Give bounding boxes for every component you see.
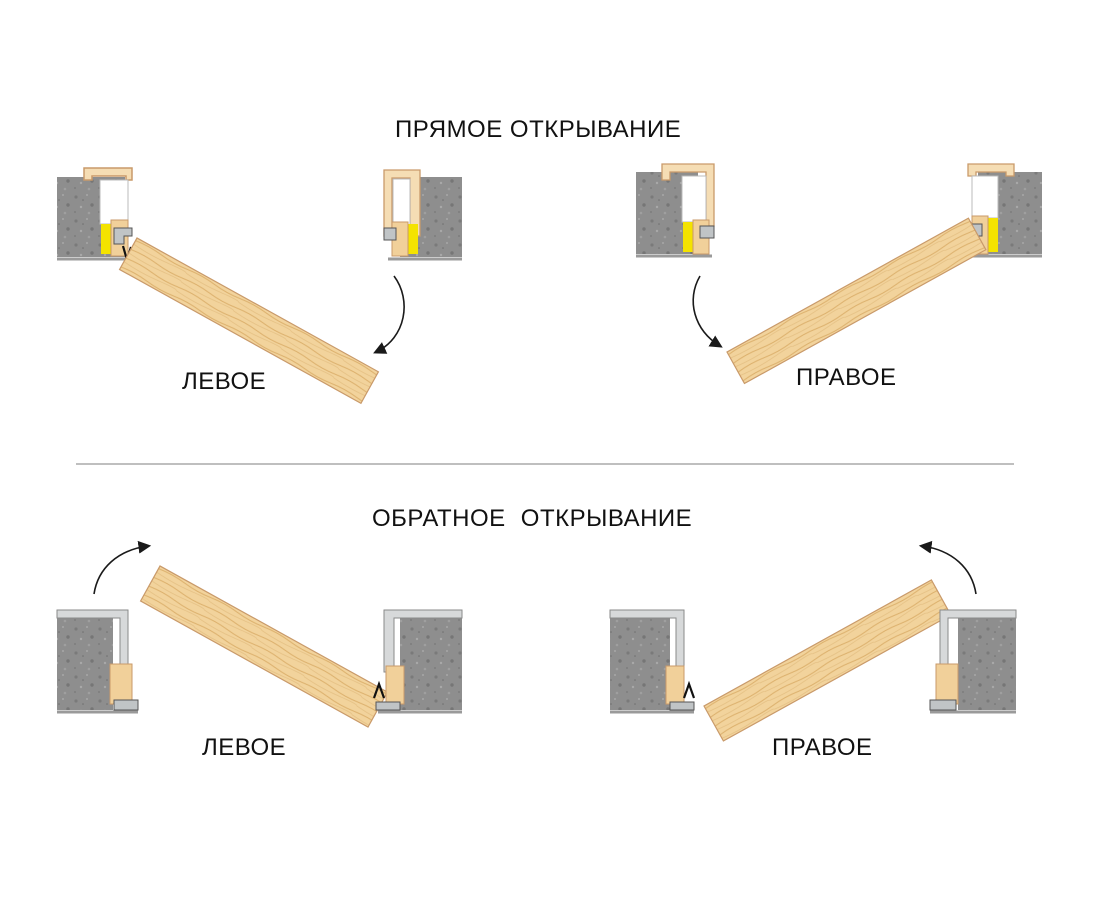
door-leaf bbox=[703, 579, 952, 742]
wall-left bbox=[57, 614, 113, 710]
reverse-right-diagram bbox=[609, 540, 1017, 742]
wall-right bbox=[958, 614, 1016, 710]
door-leaf bbox=[726, 217, 987, 385]
direct-opening-title: ПРЯМОЕ ОТКРЫВАНИЕ bbox=[395, 116, 682, 143]
door-leaf bbox=[139, 565, 389, 728]
reverse-opening-title: ОБРАТНОЕ ОТКРЫВАНИЕ bbox=[372, 505, 693, 532]
casing bbox=[83, 167, 133, 181]
frame-cavity bbox=[99, 179, 129, 225]
swing-arrow bbox=[918, 540, 977, 595]
direct-right-diagram bbox=[636, 163, 1042, 385]
direct-left-diagram bbox=[57, 167, 462, 405]
direct-right-label: ПРАВОЕ bbox=[796, 364, 897, 391]
swing-arrow bbox=[373, 275, 405, 354]
reverse-right-label: ПРАВОЕ bbox=[772, 734, 873, 761]
direct-left-label: ЛЕВОЕ bbox=[182, 368, 267, 395]
wall-right bbox=[400, 614, 462, 710]
seal-yellow bbox=[101, 224, 111, 254]
swing-arrow bbox=[692, 275, 723, 348]
door-leaf bbox=[118, 237, 380, 405]
reverse-left-diagram bbox=[56, 540, 463, 728]
reverse-left-label: ЛЕВОЕ bbox=[202, 734, 287, 761]
hinge bbox=[113, 227, 133, 245]
wall-left bbox=[610, 614, 670, 710]
swing-arrow bbox=[93, 540, 152, 595]
